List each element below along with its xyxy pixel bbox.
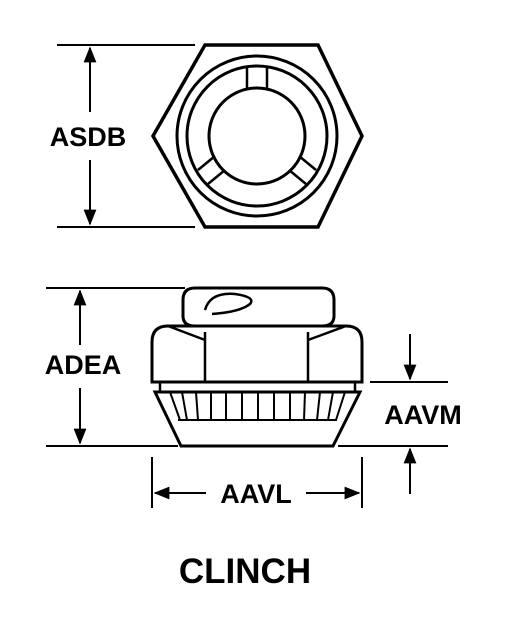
inner-ring	[185, 64, 329, 208]
knurled-collar	[152, 390, 363, 448]
hex-body	[150, 324, 364, 384]
aavm-dimension	[338, 334, 448, 494]
aavm-label: AAVM	[384, 400, 462, 430]
side-view	[150, 286, 364, 448]
aavl-label: AAVL	[220, 479, 292, 509]
adea-label: ADEA	[45, 350, 122, 380]
caption: CLINCH	[179, 552, 311, 591]
outer-ring	[175, 54, 339, 218]
asdb-dimension	[57, 44, 195, 228]
bore-circle	[207, 86, 307, 186]
hex-outline	[150, 43, 364, 229]
top-view	[150, 43, 364, 229]
asdb-label: ASDB	[50, 122, 127, 152]
locking-slots	[197, 66, 317, 185]
adea-dimension	[46, 287, 185, 447]
cap-slot	[203, 292, 253, 316]
knurl-lines	[169, 391, 346, 421]
aavl-dimension	[151, 457, 363, 508]
